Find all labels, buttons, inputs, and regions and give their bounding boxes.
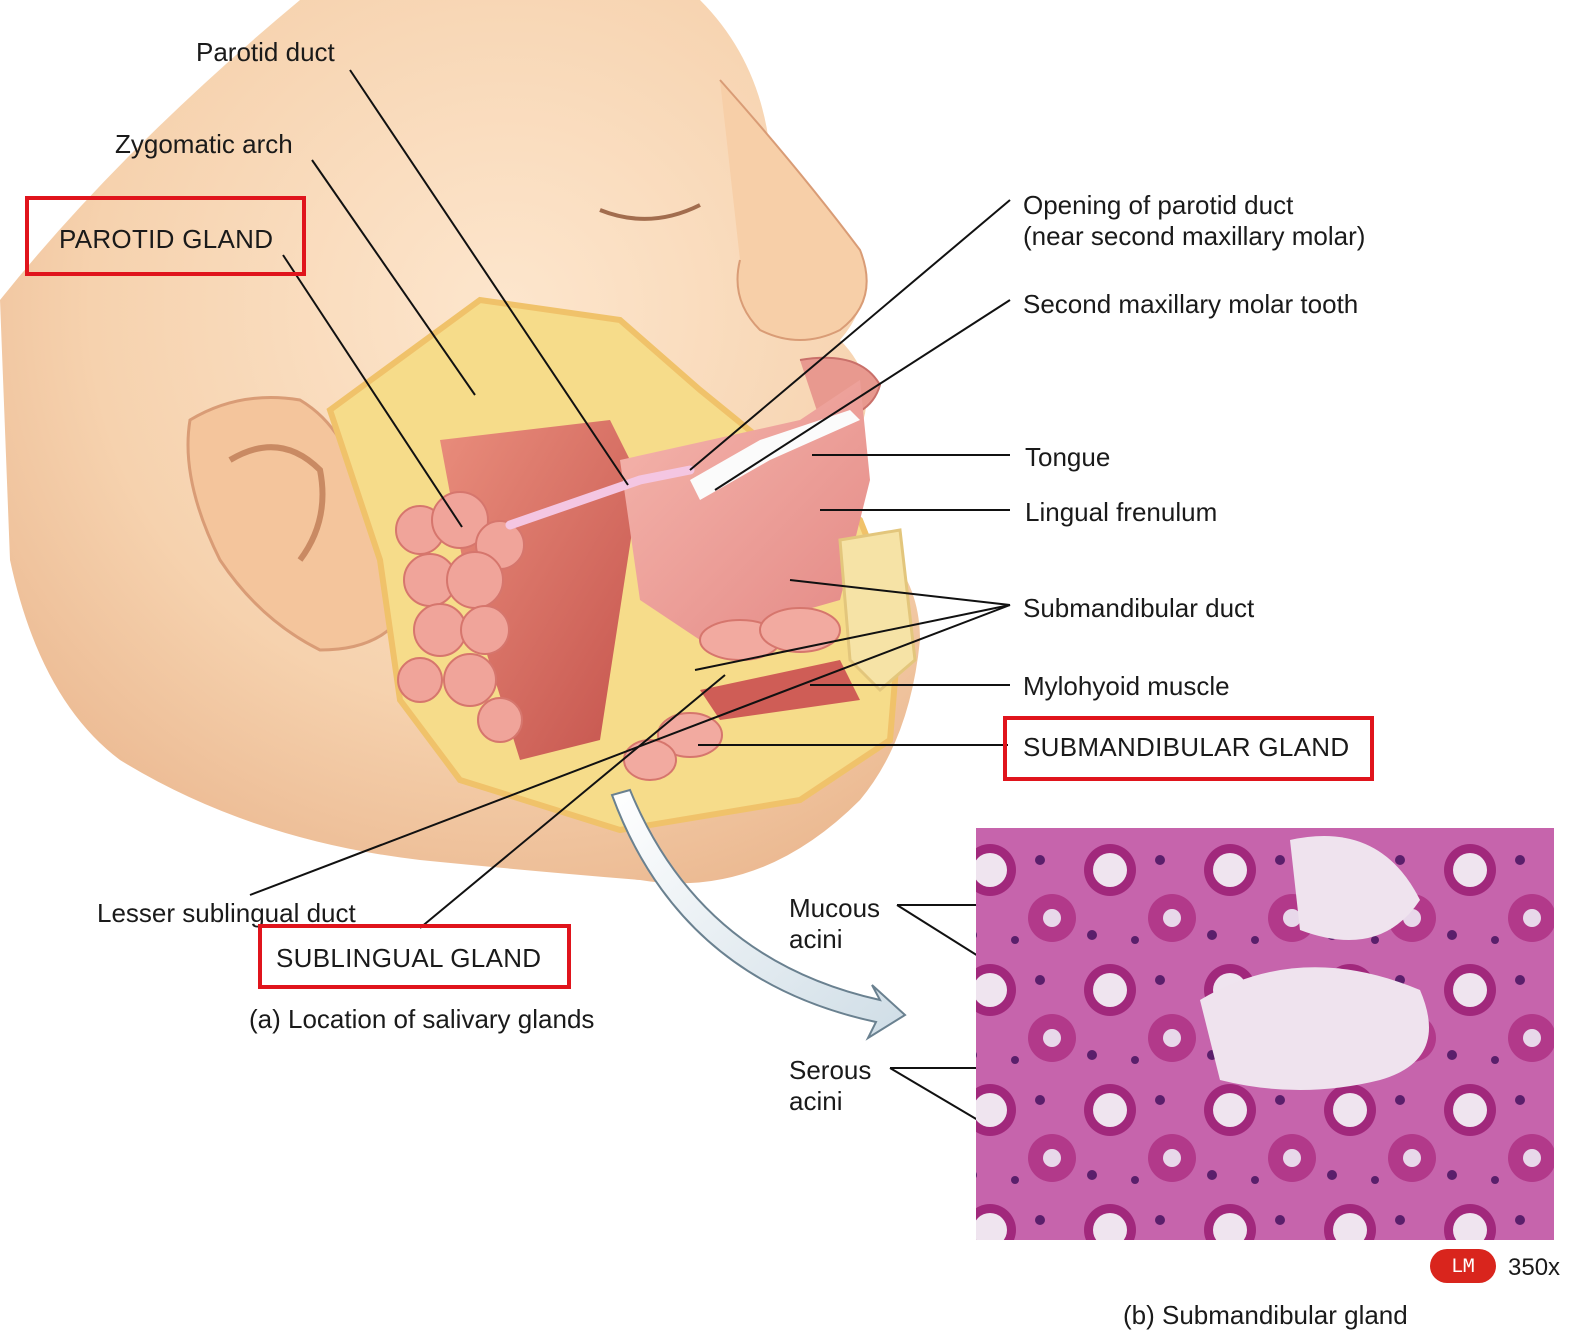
caption-b: (b) Submandibular gland	[1123, 1300, 1408, 1331]
label-submandibular-gland: SUBMANDIBULAR GLAND	[1023, 732, 1349, 763]
label-opening-parotid-duct-line2: (near second maxillary molar)	[1023, 221, 1365, 252]
label-tongue: Tongue	[1025, 442, 1110, 473]
label-mucous-acini-line1: Mucous	[789, 893, 880, 924]
label-second-molar: Second maxillary molar tooth	[1023, 289, 1358, 320]
label-sublingual-gland: SUBLINGUAL GLAND	[276, 943, 541, 974]
magnification-label: 350x	[1508, 1252, 1560, 1283]
label-mucous-acini-line2: acini	[789, 924, 842, 955]
caption-a: (a) Location of salivary glands	[249, 1004, 594, 1035]
label-serous-acini-line1: Serous	[789, 1055, 871, 1086]
label-zygomatic-arch: Zygomatic arch	[115, 129, 293, 160]
label-submandibular-duct: Submandibular duct	[1023, 593, 1254, 624]
label-opening-parotid-duct-line1: Opening of parotid duct	[1023, 190, 1293, 221]
label-serous-acini-line2: acini	[789, 1086, 842, 1117]
label-lingual-frenulum: Lingual frenulum	[1025, 497, 1217, 528]
histology-micrograph	[976, 828, 1554, 1240]
label-parotid-gland: PAROTID GLAND	[59, 224, 273, 255]
label-parotid-duct: Parotid duct	[196, 37, 335, 68]
lm-badge: LM	[1430, 1249, 1496, 1283]
label-mylohyoid-muscle: Mylohyoid muscle	[1023, 671, 1230, 702]
